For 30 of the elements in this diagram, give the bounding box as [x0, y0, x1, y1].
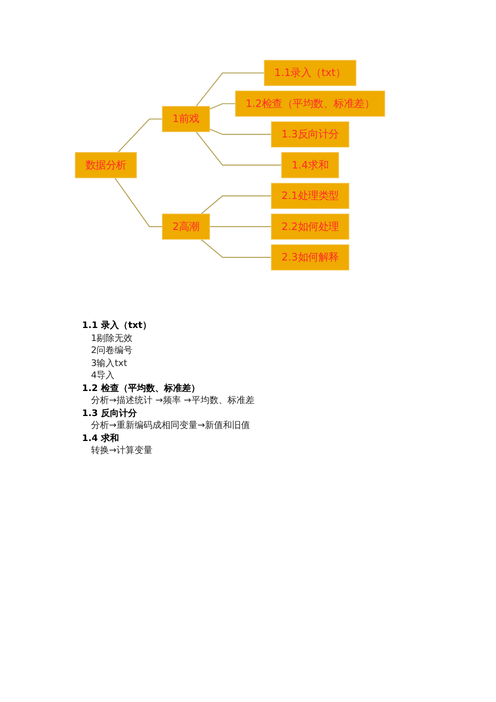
note-text: 1剔除无效	[91, 332, 133, 345]
connector	[114, 178, 163, 228]
node-box: 1.3反向计分	[270, 121, 350, 148]
connector	[200, 238, 272, 258]
section-heading: 1.1 录入（txt）	[82, 320, 152, 332]
node-box: 2.1处理类型	[270, 182, 350, 210]
note-text: 分析→重新编码成相同变量→新值和旧值	[91, 420, 250, 432]
section-heading: 1.2 检查（平均数、标准差）	[82, 382, 200, 395]
node-box: 1.1录入（txt）	[264, 60, 356, 86]
connector	[196, 131, 282, 166]
node-box: 2高潮	[162, 214, 210, 240]
node-box: 1前戏	[162, 106, 210, 132]
note-text: 4导入	[91, 370, 115, 382]
connector	[209, 128, 272, 135]
node-box: 2.2如何处理	[270, 214, 350, 240]
note-text: 分析→描述统计 →频率 →平均数、标准差	[91, 395, 254, 408]
section-heading: 1.3 反向计分	[82, 408, 138, 420]
note-text: 转换→计算变量	[91, 445, 153, 458]
section-heading: 1.4 求和	[82, 432, 120, 445]
connector	[196, 72, 265, 107]
connector	[209, 226, 272, 228]
connector	[209, 103, 236, 110]
note-text: 3输入txt	[91, 358, 128, 370]
node-box: 2.3如何解释	[270, 244, 350, 271]
connector	[117, 118, 163, 153]
note-text: 2问卷编号	[91, 345, 133, 358]
node-box: 数据分析	[74, 152, 137, 178]
node-box: 1.4求和	[281, 152, 340, 178]
connector	[200, 195, 272, 214]
node-box: 1.2检查（平均数、标准差）	[235, 90, 386, 117]
